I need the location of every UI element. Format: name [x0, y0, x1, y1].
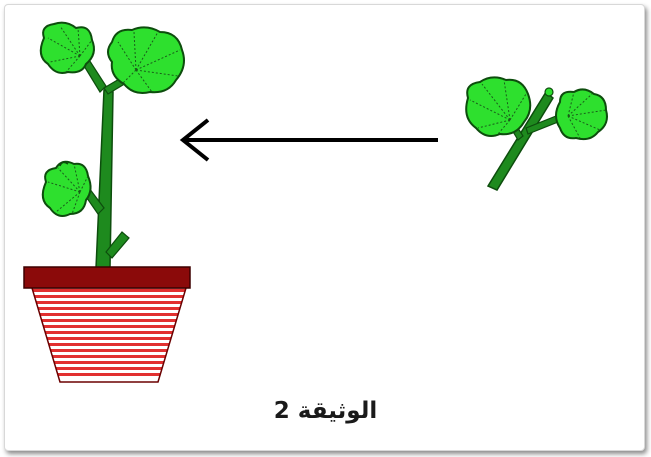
left-arrow	[179, 118, 438, 162]
plant-leaf-top-right	[107, 26, 185, 94]
cutting-stem	[486, 90, 554, 191]
cutting-leaf-right	[555, 88, 608, 141]
flower-pot	[23, 266, 191, 383]
stem-cutting	[465, 76, 608, 191]
figure-caption: الوثيقة 2	[273, 398, 378, 424]
plant-leaf-lower	[41, 160, 92, 217]
plant-cut-stub	[105, 231, 130, 259]
pot-rim	[23, 266, 191, 289]
potted-plant	[23, 21, 191, 383]
plant-stem	[95, 89, 114, 269]
cutting-bud	[544, 87, 554, 97]
plant-leaf-top-left	[39, 21, 95, 74]
pot-stripes	[32, 289, 186, 376]
cutting-leaf-left	[465, 76, 532, 137]
